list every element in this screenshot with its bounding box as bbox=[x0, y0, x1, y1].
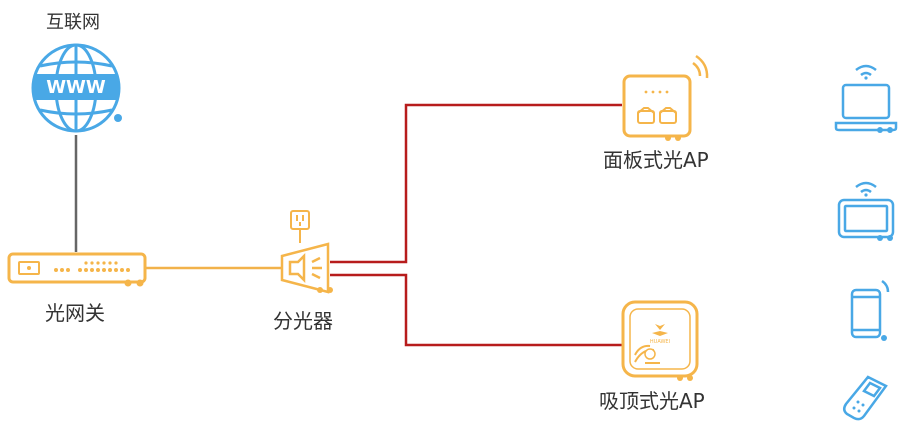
fiber-to-panel-ap bbox=[330, 103, 622, 264]
phone-icon bbox=[850, 279, 890, 341]
laptop-icon bbox=[834, 64, 898, 133]
globe-www-band bbox=[34, 74, 118, 100]
label-panel-ap: 面板式光AP bbox=[603, 148, 709, 172]
ceiling-ap-brand-text: HUAWEI bbox=[650, 339, 670, 345]
splitter-icon bbox=[280, 242, 333, 294]
ceiling-ap-icon: HUAWEI bbox=[621, 300, 699, 381]
fiber-to-ceiling-ap bbox=[330, 273, 622, 347]
panel-ap-icon bbox=[622, 54, 709, 141]
globe-connector-dot bbox=[114, 114, 122, 122]
gateway-icon bbox=[7, 252, 147, 287]
label-ceiling-ap: 吸顶式光AP bbox=[599, 389, 705, 413]
power-socket-icon bbox=[290, 210, 310, 243]
label-optical-gateway: 光网关 bbox=[45, 301, 105, 325]
globe-www-text: WWW bbox=[46, 77, 106, 98]
tablet-icon bbox=[837, 181, 895, 241]
label-splitter: 分光器 bbox=[273, 309, 333, 333]
pos-terminal-icon bbox=[843, 375, 888, 421]
label-internet: 互联网 bbox=[46, 12, 100, 33]
